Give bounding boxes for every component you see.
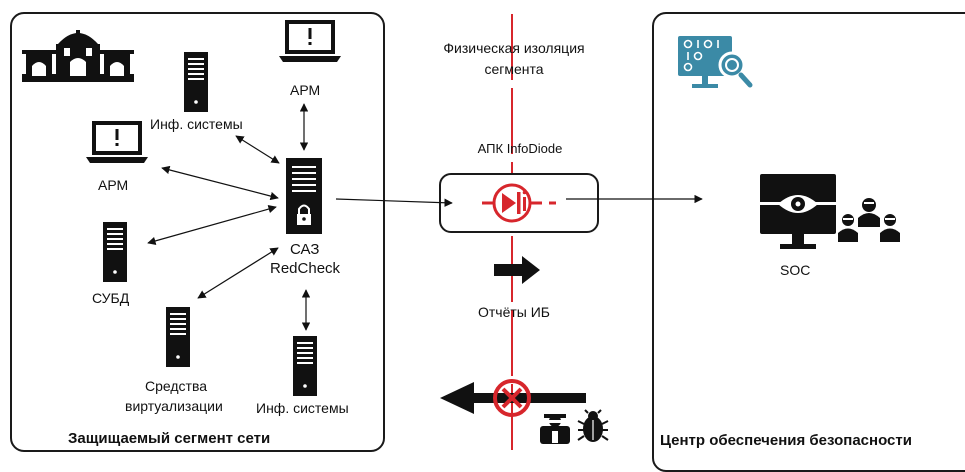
building-icon xyxy=(22,30,134,82)
protected-segment-panel xyxy=(10,12,385,452)
network-diagram xyxy=(22,14,900,455)
inf-systems-bottom-label: Инф. системы xyxy=(256,400,349,416)
arm-left-label: АРМ xyxy=(98,177,129,193)
hacker-icon xyxy=(540,414,570,444)
reports-label: Отчёты ИБ xyxy=(478,304,550,320)
saz-label-2: RedCheck xyxy=(270,260,341,277)
blocked-threat-arrow xyxy=(440,379,586,417)
inf-systems-bottom-server-icon xyxy=(293,336,317,396)
isolation-title-1: Физическая изоляция xyxy=(443,40,585,56)
soc-label: SOC xyxy=(780,262,811,278)
workstation-left-icon xyxy=(86,121,148,163)
saz-label-1: САЗ xyxy=(290,241,320,258)
diode-icon xyxy=(482,183,556,223)
virtualization-label-2: виртуализации xyxy=(125,398,223,414)
soc-monitor-icon xyxy=(760,174,836,249)
workstation-top-icon xyxy=(279,20,341,62)
arm-top-label: АРМ xyxy=(290,82,321,98)
scan-connections xyxy=(147,103,311,331)
virtualization-label-1: Средства xyxy=(145,378,208,394)
data-flow-in-arrow xyxy=(335,198,453,207)
dbms-server-icon xyxy=(103,222,127,282)
dbms-label: СУБД xyxy=(92,290,130,306)
infodiode-label: АПК InfoDiode xyxy=(477,141,563,156)
analysts-icon xyxy=(838,198,900,242)
inf-systems-top-server-icon xyxy=(184,52,208,112)
security-center-title: Центр обеспечения безопасности xyxy=(660,432,912,449)
redcheck-server-icon xyxy=(286,158,322,234)
monitoring-icon xyxy=(678,36,753,88)
virtualization-server-icon xyxy=(166,307,190,367)
bug-icon xyxy=(577,409,609,442)
protected-segment-title: Защищаемый сегмент сети xyxy=(68,430,271,447)
isolation-title-2: сегмента xyxy=(484,61,544,77)
reports-direction-icon xyxy=(494,256,540,284)
inf-systems-top-label: Инф. системы xyxy=(150,116,243,132)
